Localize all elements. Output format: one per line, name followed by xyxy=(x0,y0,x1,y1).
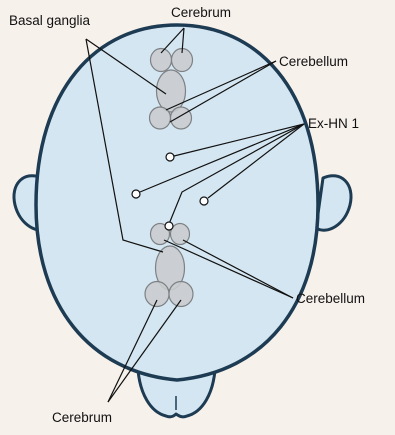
label-ex-hn-1: Ex-HN 1 xyxy=(308,117,359,131)
top-cerebrum-left xyxy=(151,49,172,72)
ex-hn-point xyxy=(166,153,174,161)
top-cerebellum-right xyxy=(171,107,192,129)
bottom-cerebrum-left xyxy=(145,282,169,307)
label-cerebellum-bottom: Cerebellum xyxy=(296,292,365,306)
top-cerebellum-left xyxy=(150,107,171,129)
ex-hn-point xyxy=(165,222,173,230)
label-basal-ganglia: Basal ganglia xyxy=(9,14,90,28)
ex-hn-point xyxy=(132,190,140,198)
ex-hn-point xyxy=(200,197,208,205)
label-cerebrum-top: Cerebrum xyxy=(171,6,231,20)
label-cerebrum-bottom: Cerebrum xyxy=(52,411,112,425)
bottom-cerebrum-right xyxy=(169,282,193,307)
label-cerebellum-top: Cerebellum xyxy=(279,55,348,69)
right-ear xyxy=(316,176,351,231)
